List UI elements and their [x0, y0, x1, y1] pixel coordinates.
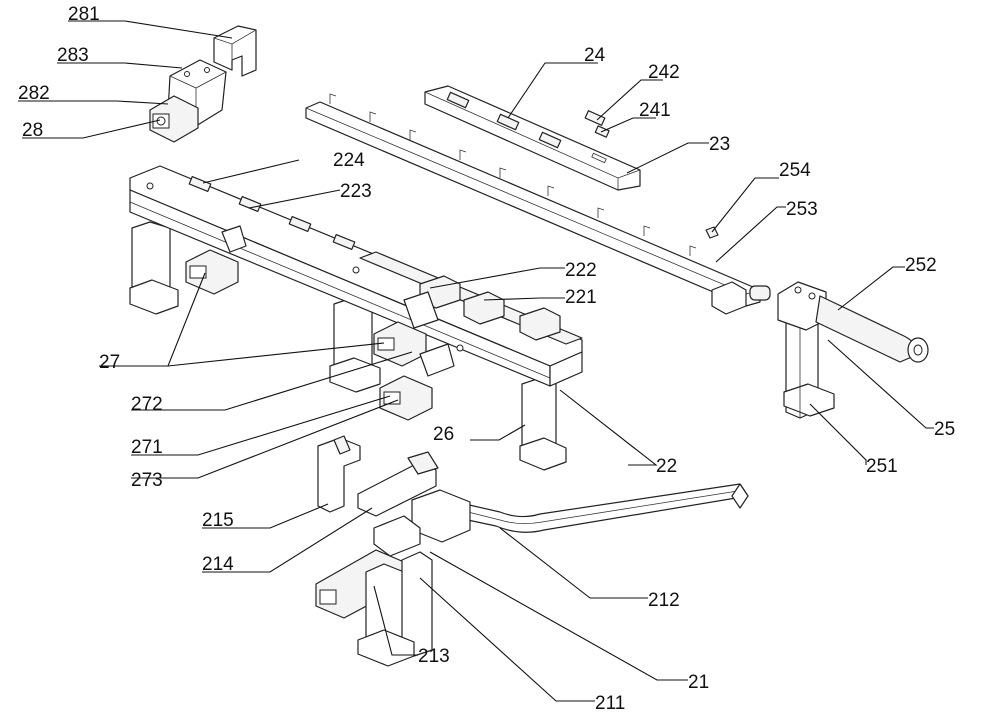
label-22: 22: [656, 456, 677, 477]
label-211: 211: [595, 693, 625, 714]
label-272: 272: [131, 394, 163, 415]
label-254: 254: [779, 160, 811, 181]
label-241: 241: [639, 100, 671, 121]
label-214: 214: [202, 554, 234, 575]
part-22-main-beam: [129, 165, 583, 471]
label-24: 24: [584, 45, 606, 66]
label-282: 282: [18, 83, 50, 104]
label-222: 222: [565, 260, 597, 281]
label-281: 281: [68, 4, 100, 25]
label-271: 271: [131, 437, 163, 458]
label-27: 27: [99, 352, 120, 373]
label-273: 273: [131, 470, 163, 491]
label-212: 212: [648, 590, 680, 611]
label-283: 283: [57, 45, 89, 66]
label-252: 252: [905, 255, 937, 276]
part-21-lower-assembly: [315, 435, 749, 667]
label-25: 25: [934, 419, 955, 440]
label-23: 23: [709, 134, 730, 155]
part-25-cylinder-stand: [711, 281, 929, 419]
labels: 281 283 282 28 24 242 241 23 224 223 254…: [18, 4, 955, 714]
label-213: 213: [418, 646, 450, 667]
part-28-clamp-assembly: [149, 25, 257, 143]
label-224: 224: [333, 150, 365, 171]
label-221: 221: [565, 287, 597, 308]
label-215: 215: [202, 510, 234, 531]
part-24-plate: [424, 85, 641, 191]
label-28: 28: [22, 120, 43, 141]
label-251: 251: [866, 456, 898, 477]
label-223: 223: [340, 181, 372, 202]
label-21: 21: [688, 672, 709, 693]
label-253: 253: [786, 199, 818, 220]
part-27-cylinders: [185, 225, 455, 421]
label-26: 26: [433, 424, 454, 445]
leader-lines: [18, 20, 934, 702]
label-242: 242: [648, 62, 680, 83]
